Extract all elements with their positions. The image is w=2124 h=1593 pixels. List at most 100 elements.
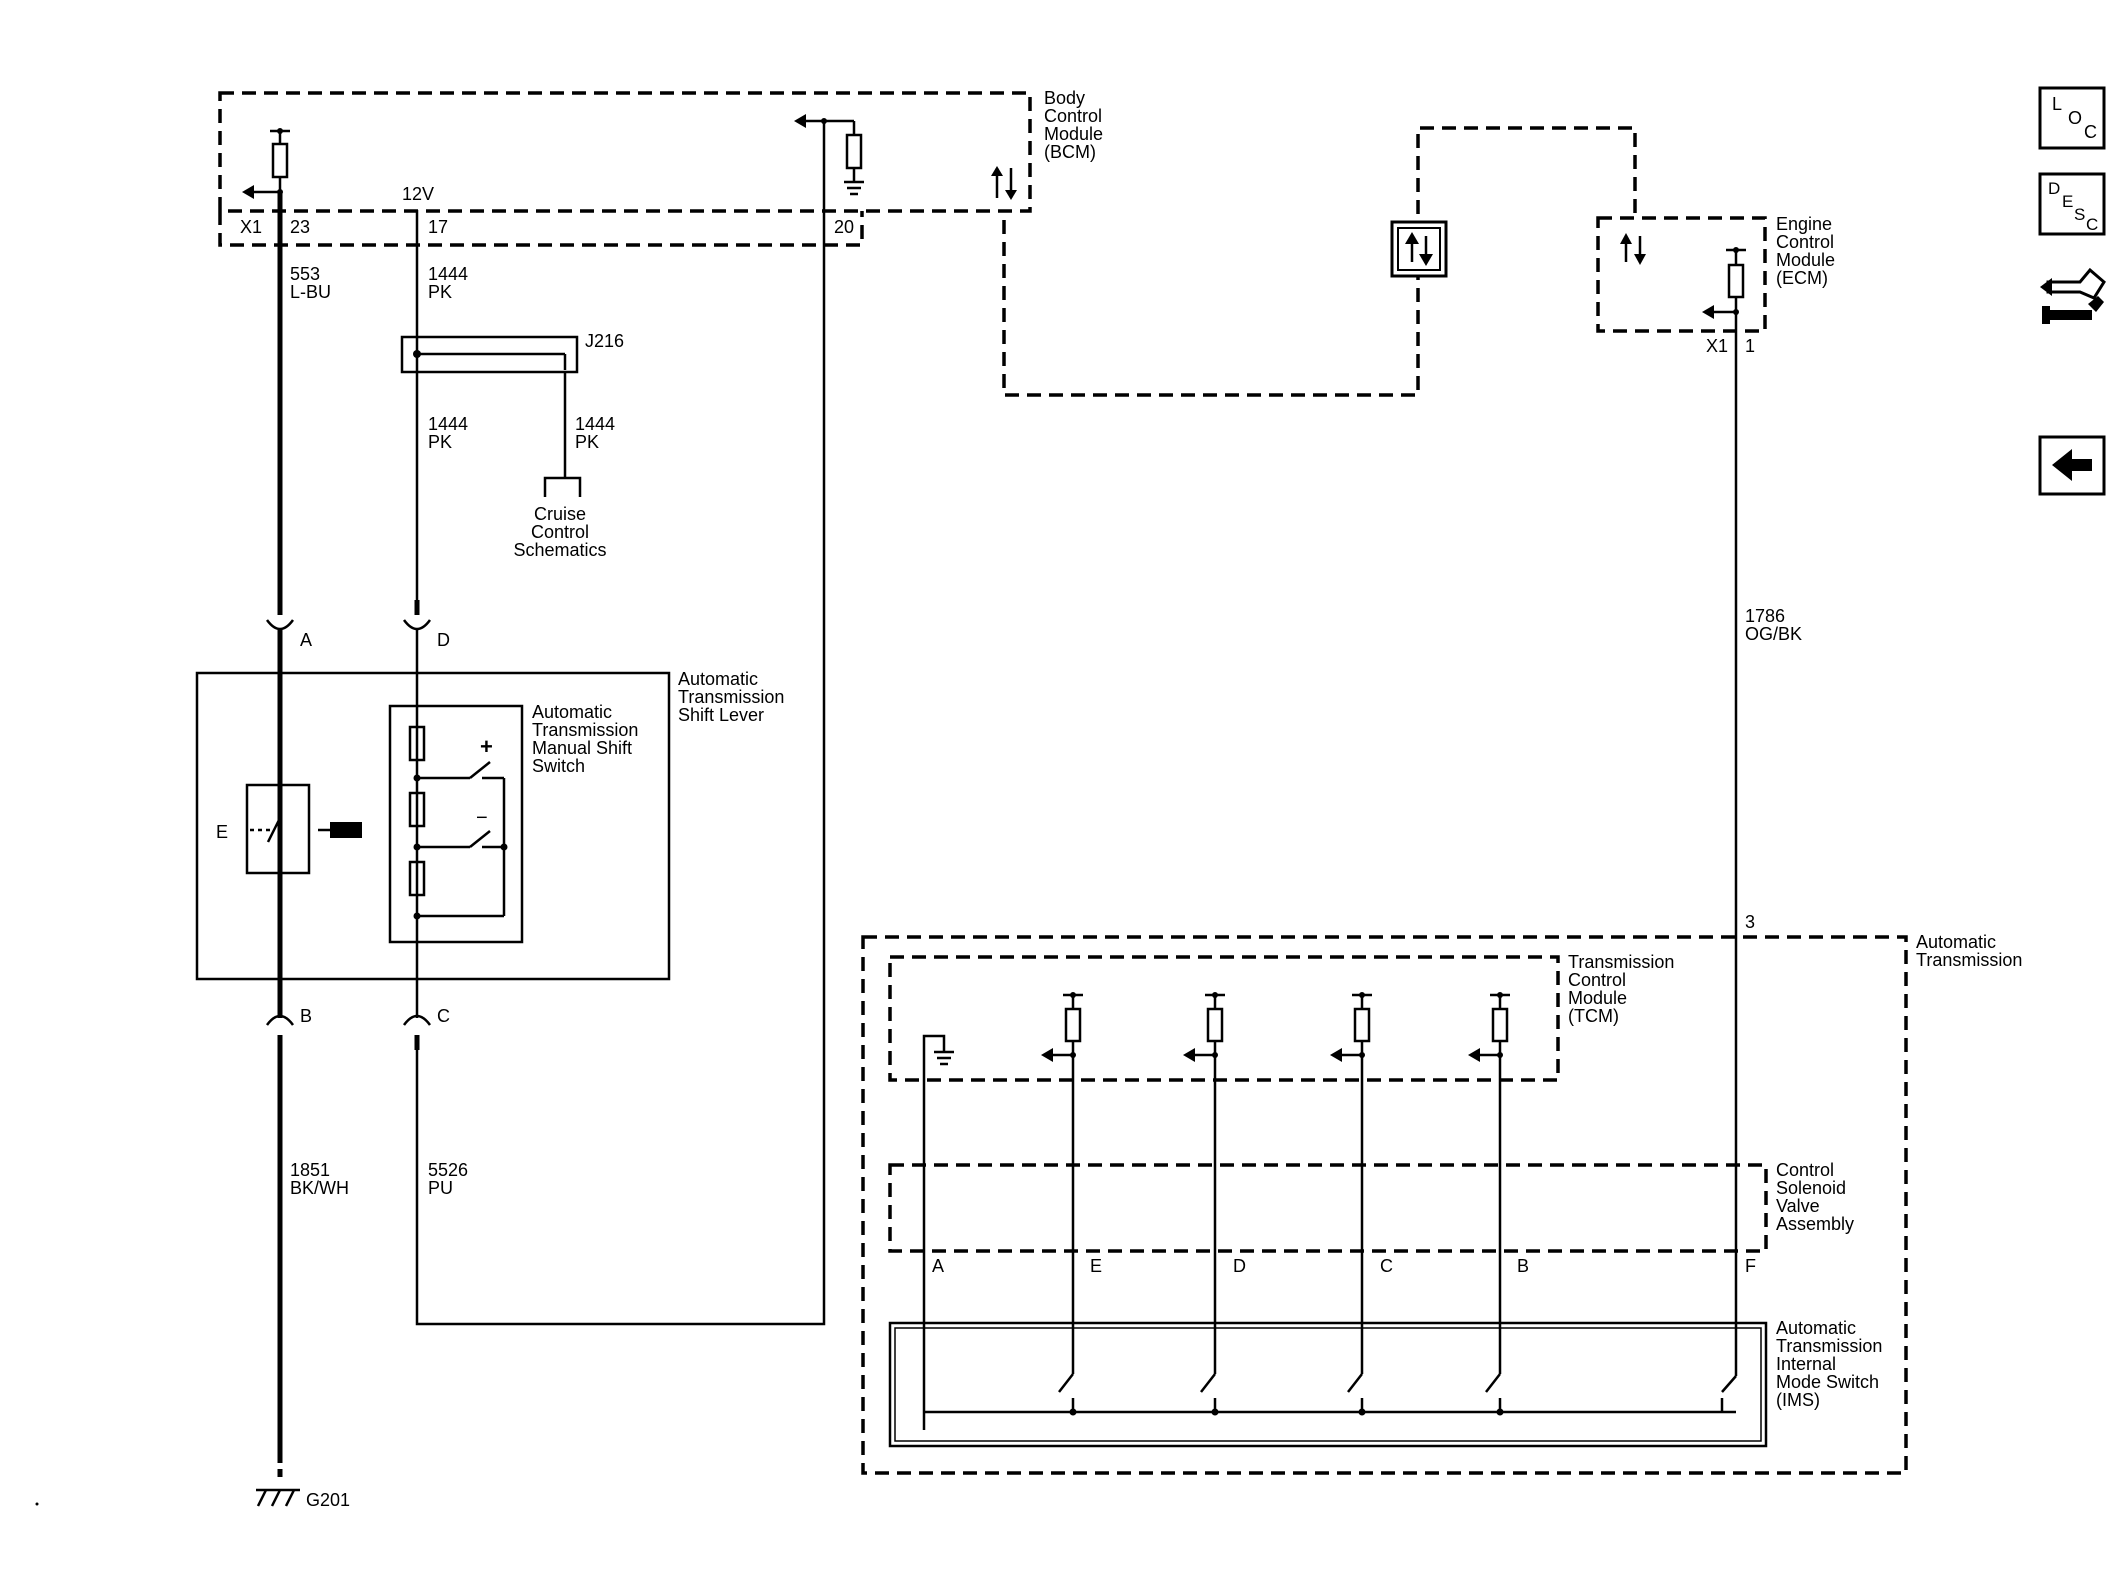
- trans-pin-3: 3: [1745, 912, 1755, 932]
- tcm-channel-d-input-node: [1212, 1052, 1218, 1058]
- connector-d-label: D: [437, 630, 450, 650]
- ims-pin-a: A: [932, 1256, 944, 1276]
- svg-text:E: E: [2062, 192, 2073, 211]
- ecm-label-line-4: (ECM): [1776, 268, 1828, 288]
- bcm-label-line-3: Module: [1044, 124, 1103, 144]
- loc-button[interactable]: L O C: [2038, 86, 2106, 150]
- svg-text:L: L: [2052, 94, 2062, 114]
- wire-1444-mid-number: 1444: [428, 414, 468, 434]
- tcm-channel-b-resistor: [1491, 1007, 1509, 1043]
- ims-pin-d: D: [1233, 1256, 1246, 1276]
- switch-plus-mark: +: [480, 734, 493, 759]
- connector-a-label: A: [300, 630, 312, 650]
- ecm-serial-data-icon: [1620, 233, 1646, 265]
- connector-b-label: B: [300, 1006, 312, 1026]
- tcm-channel-b-input-arrow: [1468, 1048, 1480, 1062]
- tcm-channel-c-bus-node: [1358, 1408, 1366, 1416]
- ecm-label-line-1: Engine: [1776, 214, 1832, 234]
- solenoid-label-line-2: Solenoid: [1776, 1178, 1846, 1198]
- manual-switch-label-line-4: Switch: [532, 756, 585, 776]
- loc-icon: L O C: [2052, 94, 2097, 142]
- connector-wrench-icon: [2036, 262, 2108, 334]
- actuator-icon: [330, 822, 362, 838]
- manual-switch-label-line-3: Manual Shift: [532, 738, 632, 758]
- tcm-channel-e-resistor: [1064, 1007, 1082, 1043]
- splice-j216-label: J216: [585, 331, 624, 351]
- wire-1444-mid-color: PK: [428, 432, 452, 452]
- svg-text:S: S: [2074, 205, 2085, 224]
- shift-lever-label-line-3: Shift Lever: [678, 705, 764, 725]
- svg-text:C: C: [2086, 215, 2098, 234]
- tcm-channel-c-input-arrow: [1330, 1048, 1342, 1062]
- ims-pin-c: C: [1380, 1256, 1393, 1276]
- ims-label-line-1: Automatic: [1776, 1318, 1856, 1338]
- tcm-channel-c-resistor: [1353, 1007, 1371, 1043]
- bcm-pin-17: 17: [428, 217, 448, 237]
- bcm-label-line-2: Control: [1044, 106, 1102, 126]
- ims-label-line-4: Mode Switch: [1776, 1372, 1879, 1392]
- serial-data-icon: [991, 166, 1017, 200]
- bcm-12v-label: 12V: [402, 184, 434, 204]
- wire-5526-number: 5526: [428, 1160, 468, 1180]
- bcm-x1-label: X1: [240, 217, 262, 237]
- ecm-label-line-2: Control: [1776, 232, 1834, 252]
- solenoid-label-line-3: Valve: [1776, 1196, 1820, 1216]
- shift-lever-component: Automatic Transmission Shift Lever E Aut…: [195, 669, 784, 981]
- cruise-label-line-1: Cruise: [534, 504, 586, 524]
- ecm-module: Engine Control Module (ECM) X1 1: [1596, 214, 1835, 356]
- tcm-channel-b-input-node: [1497, 1052, 1503, 1058]
- svg-text:O: O: [2068, 108, 2082, 128]
- bcm-module: Body Control Module (BCM) X1 23 12V 17 2…: [218, 88, 1103, 247]
- connector-a: A: [265, 619, 312, 1018]
- connector-wrench-button[interactable]: [2036, 262, 2108, 334]
- solenoid-label-line-4: Assembly: [1776, 1214, 1854, 1234]
- switch-minus-mark: −: [476, 807, 488, 829]
- ecm-x1-label: X1: [1706, 336, 1728, 356]
- cruise-label-line-2: Control: [531, 522, 589, 542]
- bcm-label-line-4: (BCM): [1044, 142, 1096, 162]
- ims-label-line-3: Internal: [1776, 1354, 1836, 1374]
- wire-1444-top-number: 1444: [428, 264, 468, 284]
- ims-label-line-2: Transmission: [1776, 1336, 1882, 1356]
- svg-text:D: D: [2048, 179, 2060, 198]
- interlock-e-mark: E: [216, 822, 228, 842]
- tcm-channel-group: [1041, 992, 1510, 1416]
- shift-lever-label-line-2: Transmission: [678, 687, 784, 707]
- wire-5526-color: PU: [428, 1178, 453, 1198]
- bcm-pin-23: 23: [290, 217, 310, 237]
- ims-pin-b: B: [1517, 1256, 1529, 1276]
- wire-1444-top-color: PK: [428, 282, 452, 302]
- back-button[interactable]: [2038, 435, 2106, 496]
- tcm-label-line-2: Control: [1568, 970, 1626, 990]
- wire-1851-color: BK/WH: [290, 1178, 349, 1198]
- ecm-pin-1: 1: [1745, 336, 1755, 356]
- wire-1444-branch-number: 1444: [575, 414, 615, 434]
- scan-dot: [35, 1502, 39, 1506]
- cruise-label-line-3: Schematics: [513, 540, 606, 560]
- back-arrow-icon: [2052, 449, 2092, 481]
- tcm-ground-symbol: [922, 1034, 954, 1430]
- bcm-label-line-1: Body: [1044, 88, 1085, 108]
- tcm-channel-d-input-arrow: [1183, 1048, 1195, 1062]
- connector-b: B: [265, 1006, 312, 1455]
- tcm-channel-b-switch-blade: [1485, 1373, 1501, 1393]
- ground-symbol: [844, 180, 864, 196]
- tcm-channel-c-input-node: [1359, 1052, 1365, 1058]
- tcm-channel-e-switch-blade: [1058, 1373, 1074, 1393]
- tcm-label-line-4: (TCM): [1568, 1006, 1619, 1026]
- ims-pin-f: F: [1745, 1256, 1756, 1276]
- tcm-channel-b-bus-node: [1496, 1408, 1504, 1416]
- connector-d: D: [402, 600, 450, 1018]
- svg-text:C: C: [2084, 122, 2097, 142]
- wire-1786-number: 1786: [1745, 606, 1785, 626]
- ims-label-line-5: (IMS): [1776, 1390, 1820, 1410]
- manual-switch-label-line-2: Transmission: [532, 720, 638, 740]
- desc-button[interactable]: D E S C: [2038, 172, 2106, 236]
- tcm-channel-c-switch-blade: [1347, 1373, 1363, 1393]
- tcm-channel-d-bus-node: [1211, 1408, 1219, 1416]
- auto-trans-label-line-1: Automatic: [1916, 932, 1996, 952]
- ground-g201-label: G201: [306, 1490, 350, 1510]
- shift-lever-label-line-1: Automatic: [678, 669, 758, 689]
- tcm-channel-d-resistor: [1206, 1007, 1224, 1043]
- bcm-pin-20: 20: [834, 217, 854, 237]
